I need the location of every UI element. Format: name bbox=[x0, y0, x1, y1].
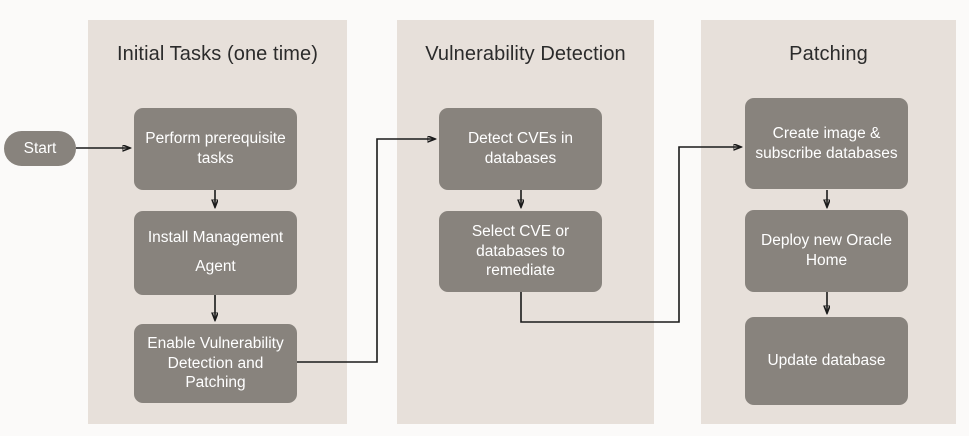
node-start-label: Start bbox=[23, 139, 57, 157]
node-enable-vulnerability-detection-and-patching[interactable]: Enable Vulnerability Detection and Patch… bbox=[134, 324, 297, 403]
node-install-management-agent-label: Install Management Agent bbox=[147, 229, 284, 275]
node-deploy-new-oracle-home[interactable]: Deploy new Oracle Home bbox=[745, 210, 908, 292]
node-perform-prerequisite-tasks-label: Perform prerequisite tasks bbox=[145, 130, 286, 167]
panel-title-patching: Patching bbox=[789, 43, 868, 65]
node-update-database-label: Update database bbox=[767, 352, 886, 370]
node-create-image-and-subscribe-databases[interactable]: Create image & subscribe databases bbox=[745, 98, 908, 189]
node-perform-prerequisite-tasks[interactable]: Perform prerequisite tasks bbox=[134, 108, 297, 190]
panel-title-vulnerability-detection: Vulnerability Detection bbox=[425, 43, 626, 65]
panel-title-initial-tasks: Initial Tasks (one time) bbox=[117, 43, 318, 65]
node-enable-vulnerability-detection-and-patching-label: Enable Vulnerability Detection and Patch… bbox=[147, 334, 284, 392]
node-detect-cves-in-databases[interactable]: Detect CVEs in databases bbox=[439, 108, 602, 190]
node-detect-cves-in-databases-label: Detect CVEs in databases bbox=[467, 130, 574, 167]
node-create-image-and-subscribe-databases-label: Create image & subscribe databases bbox=[755, 124, 898, 162]
node-start[interactable]: Start bbox=[4, 131, 76, 166]
node-update-database[interactable]: Update database bbox=[745, 317, 908, 405]
node-select-cve-or-databases-to-remediate-label: Select CVE or databases to remediate bbox=[471, 222, 570, 280]
node-deploy-new-oracle-home-label: Deploy new Oracle Home bbox=[761, 232, 892, 269]
node-install-management-agent[interactable]: Install Management Agent bbox=[134, 211, 297, 295]
node-select-cve-or-databases-to-remediate[interactable]: Select CVE or databases to remediate bbox=[439, 211, 602, 292]
